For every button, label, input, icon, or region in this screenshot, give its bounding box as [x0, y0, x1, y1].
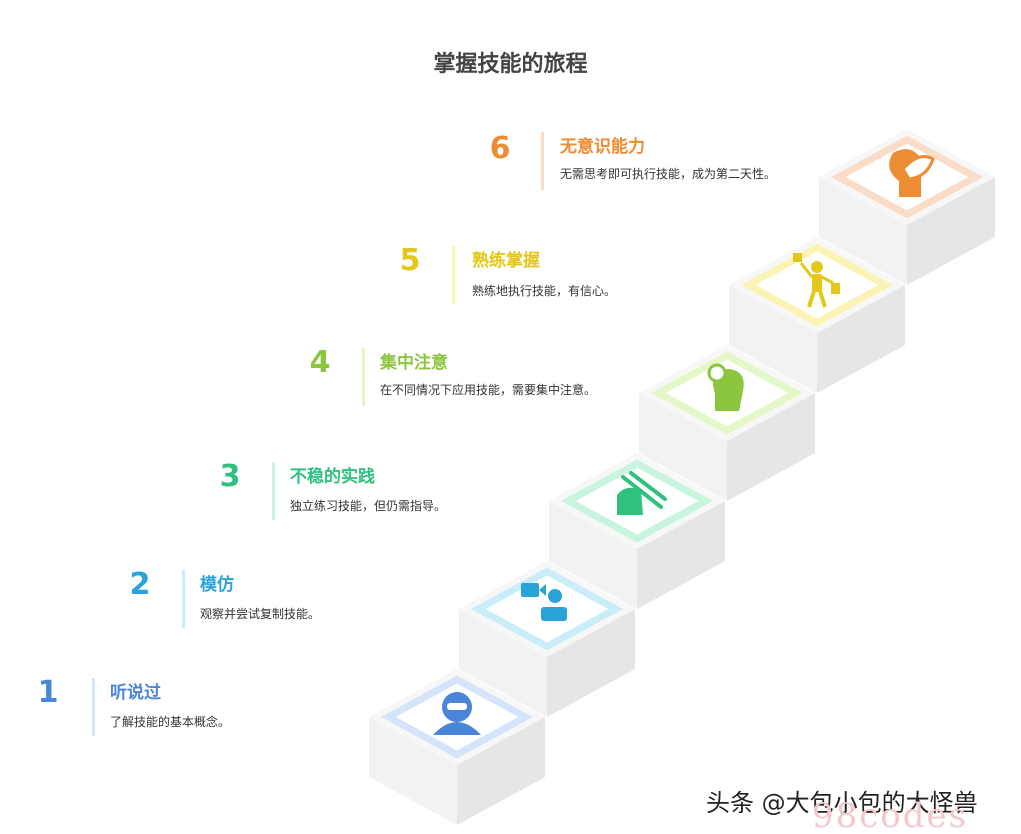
hand-practice-icon — [617, 471, 667, 515]
step-4-block — [639, 345, 815, 501]
step-4-title: 集中注意 — [380, 353, 448, 373]
person-hooded-icon — [433, 692, 481, 735]
step-4-number: 4 — [309, 345, 331, 380]
step-3-right-face — [637, 501, 725, 609]
step-4-divider — [362, 348, 365, 406]
staircase-layer — [369, 129, 995, 825]
step-6-block — [819, 129, 995, 285]
step-4-description: 在不同情况下应用技能，需要集中注意。 — [380, 383, 597, 397]
step-6-number: 6 — [489, 131, 511, 166]
step-1-title: 听说过 — [110, 683, 161, 703]
step-2-number: 2 — [129, 567, 151, 602]
step-5-right-face — [817, 285, 905, 393]
step-6-divider — [541, 132, 544, 190]
step-1-left-face — [369, 717, 457, 825]
step-5-title: 熟练掌握 — [472, 251, 540, 271]
step-4-right-face — [727, 393, 815, 501]
watermark-code: 98codes — [812, 796, 969, 834]
head-hand-icon — [889, 149, 935, 197]
step-1-right-face — [457, 717, 545, 825]
step-2-divider — [182, 570, 185, 628]
video-learning-icon — [521, 583, 567, 621]
head-focus-icon — [707, 363, 744, 411]
step-3-divider — [272, 462, 275, 520]
step-6-description: 无需思考即可执行技能，成为第二天性。 — [560, 167, 777, 181]
step-3-description: 独立练习技能，但仍需指导。 — [290, 499, 447, 513]
page-title: 掌握技能的旅程 — [433, 51, 588, 77]
step-4-left-face — [639, 393, 727, 501]
juggler-icon — [793, 253, 840, 308]
step-3-block — [549, 453, 725, 609]
step-1-number: 1 — [37, 675, 59, 710]
step-3-number: 3 — [219, 459, 241, 494]
watermark-text: 头条 @大包小包的大怪兽 — [706, 789, 978, 817]
step-5-number: 5 — [399, 243, 421, 278]
step-5-description: 熟练地执行技能，有信心。 — [472, 284, 617, 298]
step-5-block — [729, 237, 905, 393]
step-3-title: 不稳的实践 — [290, 467, 375, 487]
step-2-description: 观察并尝试复制技能。 — [200, 607, 321, 621]
step-6-title: 无意识能力 — [560, 137, 645, 157]
step-6-left-face — [819, 177, 907, 285]
step-2-title: 模仿 — [200, 575, 234, 595]
step-1-block — [369, 669, 545, 825]
step-6-right-face — [907, 177, 995, 285]
step-5-left-face — [729, 285, 817, 393]
step-2-left-face — [459, 609, 547, 717]
step-5-divider — [452, 246, 455, 304]
step-3-left-face — [549, 501, 637, 609]
step-1-divider — [92, 678, 95, 736]
step-2-right-face — [547, 609, 635, 717]
step-2-block — [459, 561, 635, 717]
step-1-description: 了解技能的基本概念。 — [110, 715, 231, 729]
